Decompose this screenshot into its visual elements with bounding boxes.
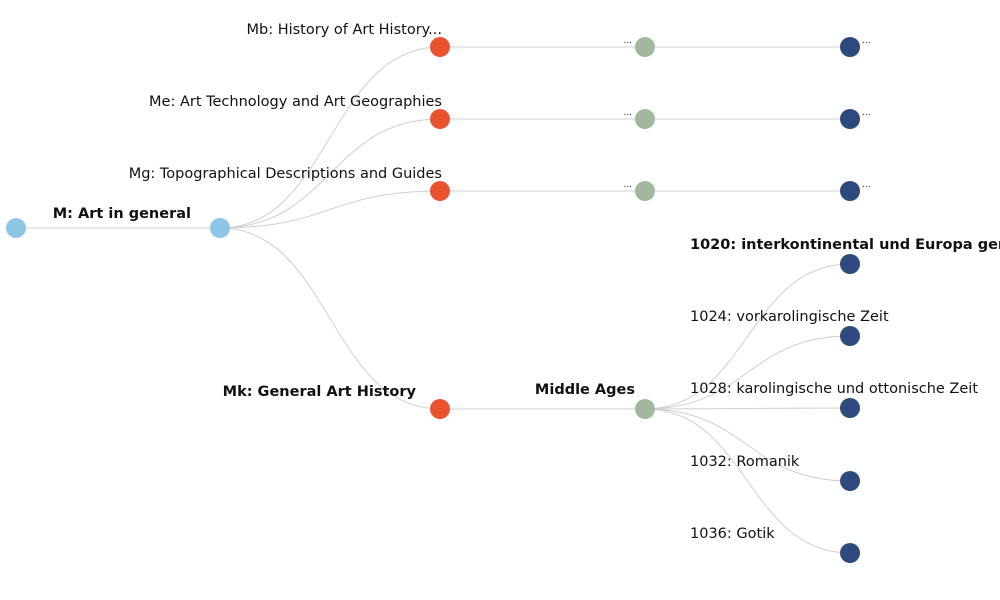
label-l2-0: Mb: History of Art History... (246, 22, 442, 38)
label-l4-3: 1032: Romanik (690, 454, 800, 470)
label-l2-1: Me: Art Technology and Art Geographies (149, 94, 442, 110)
label-l3-3: Middle Ages (535, 382, 635, 398)
label-l4-2: 1028: karolingische und ottonische Zeit (690, 381, 978, 397)
node-l4-4[interactable] (840, 543, 860, 563)
label-l4-1: 1024: vorkarolingische Zeit (690, 309, 889, 325)
root-node[interactable] (6, 218, 26, 238)
label-l3-0: ... (623, 36, 632, 46)
link-middle-ages-to-l4-2 (644, 407, 851, 410)
link-middle-ages-to-l4-0 (644, 263, 851, 410)
link-m-to-l2-3 (219, 227, 441, 410)
node-l4-1[interactable] (840, 326, 860, 346)
node-l2-1[interactable] (430, 109, 450, 129)
link-middle-ages-to-l4-4 (644, 408, 851, 554)
label-l2-3: Mk: General Art History (223, 384, 417, 400)
tree-links (16, 46, 851, 554)
link-middle-ages-to-l4-1 (644, 335, 851, 410)
label-l3-1: ... (623, 108, 632, 118)
label-l4-4: 1036: Gotik (690, 526, 775, 542)
label-l4-collapsed-2: ... (862, 180, 871, 190)
label-l2-2: Mg: Topographical Descriptions and Guide… (129, 166, 442, 182)
node-l4-collapsed-1[interactable] (840, 109, 860, 129)
node-l4-0[interactable] (840, 254, 860, 274)
label-l4-collapsed-0: ... (862, 36, 871, 46)
label-l3-2: ... (623, 180, 632, 190)
node-l2-2[interactable] (430, 181, 450, 201)
link-m-to-l2-2 (219, 190, 441, 229)
node-l3-1[interactable] (635, 109, 655, 129)
label-art-in-general: M: Art in general (53, 206, 191, 222)
node-art-in-general[interactable] (210, 218, 230, 238)
link-m-to-l2-1 (219, 118, 441, 229)
node-l4-3[interactable] (840, 471, 860, 491)
node-l3-0[interactable] (635, 37, 655, 57)
node-l2-0[interactable] (430, 37, 450, 57)
label-l4-0: 1020: interkontinental und Europa genere… (690, 237, 1000, 253)
link-m-to-l2-0 (219, 46, 441, 229)
node-l4-collapsed-0[interactable] (840, 37, 860, 57)
tree-nodes (6, 37, 860, 563)
node-l4-2[interactable] (840, 398, 860, 418)
node-l3-2[interactable] (635, 181, 655, 201)
link-middle-ages-to-l4-3 (644, 408, 851, 482)
tree-labels: M: Art in general Mb: History of Art Hist… (53, 22, 1000, 542)
label-l4-collapsed-1: ... (862, 108, 871, 118)
node-l2-3[interactable] (430, 399, 450, 419)
node-l4-collapsed-2[interactable] (840, 181, 860, 201)
node-l3-3[interactable] (635, 399, 655, 419)
